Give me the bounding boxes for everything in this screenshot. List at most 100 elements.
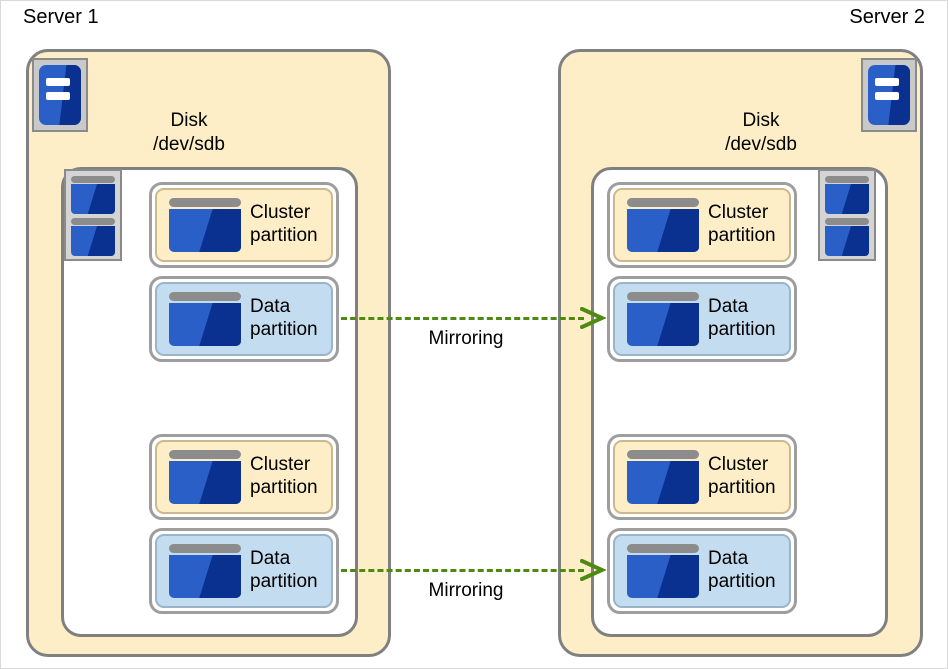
partition-label-line1: Data	[708, 296, 749, 318]
partition-label-line2: partition	[708, 319, 776, 340]
server-icon-body	[868, 65, 910, 125]
partition-label: Data partition	[250, 548, 318, 594]
server-2-disk-title-line1: Disk	[742, 110, 780, 131]
partition-label: Data partition	[250, 296, 318, 342]
partition-label-line1: Cluster	[250, 454, 311, 476]
disk-icon-face	[71, 226, 115, 256]
server-1-disk-icon	[64, 169, 122, 261]
partition-label-line2: partition	[708, 477, 776, 498]
mirror-2-line	[341, 569, 584, 572]
partition-icon-face	[627, 461, 699, 504]
partition-icon-face	[627, 303, 699, 346]
partition-label: Cluster partition	[250, 454, 318, 500]
partition-icon-face	[627, 555, 699, 598]
mirror-2-label: Mirroring	[428, 580, 504, 601]
partition-inner: Data partition	[613, 282, 791, 356]
partition-inner: Data partition	[613, 534, 791, 608]
disk-icon-face	[825, 226, 869, 256]
partition-label-line2: partition	[250, 477, 318, 498]
server-1-disk-title-line1: Disk	[170, 110, 208, 131]
partition-icon	[627, 450, 699, 504]
partition-icon-cap	[169, 292, 241, 301]
disk-icon-platter-1	[71, 176, 115, 214]
partition-label-line2: partition	[708, 571, 776, 592]
partition-icon-cap	[627, 198, 699, 207]
partition-icon	[627, 544, 699, 598]
partition-icon-shade	[199, 461, 241, 504]
partition-label-line1: Cluster	[708, 202, 769, 224]
partition-icon-cap	[169, 450, 241, 459]
disk-icon-shade	[87, 184, 115, 214]
partition-label: Cluster partition	[708, 454, 776, 500]
partition-inner: Cluster partition	[613, 188, 791, 262]
server-1-server-icon	[32, 58, 88, 132]
partition-s1-cluster-1[interactable]: Cluster partition	[149, 182, 339, 268]
disk-icon-face	[71, 184, 115, 214]
server-2-disk-icon	[818, 169, 876, 261]
disk-icon-shade	[87, 226, 115, 256]
server-icon-bar-1	[875, 78, 900, 86]
partition-label-line1: Cluster	[250, 202, 311, 224]
partition-icon-face	[169, 461, 241, 504]
partition-icon-shade	[657, 461, 699, 504]
partition-label: Data partition	[708, 548, 776, 594]
partition-icon-shade	[657, 209, 699, 252]
partition-inner: Cluster partition	[155, 440, 333, 514]
partition-icon-cap	[627, 544, 699, 553]
partition-icon-face	[169, 209, 241, 252]
server-2-label: Server 2	[849, 6, 925, 28]
disk-icon-cap	[825, 218, 869, 225]
partition-inner: Data partition	[155, 534, 333, 608]
partition-label-line1: Cluster	[708, 454, 769, 476]
partition-label-line1: Data	[708, 548, 749, 570]
partition-icon	[627, 198, 699, 252]
partition-label: Data partition	[708, 296, 776, 342]
server-icon-bar-2	[46, 92, 71, 100]
partition-icon-shade	[199, 209, 241, 252]
partition-inner: Cluster partition	[613, 440, 791, 514]
partition-icon-cap	[627, 292, 699, 301]
disk-icon-cap	[825, 176, 869, 183]
partition-icon-face	[169, 303, 241, 346]
partition-label-line2: partition	[250, 225, 318, 246]
server-icon-bar-2	[875, 92, 900, 100]
partition-icon-cap	[169, 198, 241, 207]
partition-icon-shade	[657, 555, 699, 598]
partition-s1-data-2[interactable]: Data partition	[149, 528, 339, 614]
disk-icon-platter-2	[71, 218, 115, 256]
partition-icon-shade	[199, 303, 241, 346]
server-2-disk-title: Disk /dev/sdb	[691, 109, 831, 157]
partition-icon-shade	[199, 555, 241, 598]
partition-inner: Cluster partition	[155, 188, 333, 262]
server-icon-body	[39, 65, 81, 125]
partition-icon-cap	[627, 450, 699, 459]
disk-icon-cap	[71, 218, 115, 225]
partition-s2-cluster-1[interactable]: Cluster partition	[607, 182, 797, 268]
partition-label: Cluster partition	[708, 202, 776, 248]
server-2-server-icon	[861, 58, 917, 132]
partition-label-line2: partition	[708, 225, 776, 246]
partition-icon	[627, 292, 699, 346]
partition-s1-cluster-2[interactable]: Cluster partition	[149, 434, 339, 520]
partition-s1-data-1[interactable]: Data partition	[149, 276, 339, 362]
partition-icon-face	[169, 555, 241, 598]
mirror-1-line	[341, 317, 584, 320]
partition-icon-cap	[169, 544, 241, 553]
partition-icon-shade	[657, 303, 699, 346]
partition-label-line2: partition	[250, 319, 318, 340]
partition-label-line1: Data	[250, 548, 291, 570]
disk-icon-shade	[841, 184, 869, 214]
disk-icon-shade	[841, 226, 869, 256]
partition-icon-face	[627, 209, 699, 252]
partition-label-line2: partition	[250, 571, 318, 592]
partition-s2-data-1[interactable]: Data partition	[607, 276, 797, 362]
partition-label: Cluster partition	[250, 202, 318, 248]
server-2-disk-title-line2: /dev/sdb	[725, 133, 797, 155]
server-1-label: Server 1	[23, 6, 99, 28]
partition-icon	[169, 544, 241, 598]
partition-s2-data-2[interactable]: Data partition	[607, 528, 797, 614]
server-1-disk-title: Disk /dev/sdb	[119, 109, 259, 157]
partition-s2-cluster-2[interactable]: Cluster partition	[607, 434, 797, 520]
mirror-1-label: Mirroring	[428, 328, 504, 349]
